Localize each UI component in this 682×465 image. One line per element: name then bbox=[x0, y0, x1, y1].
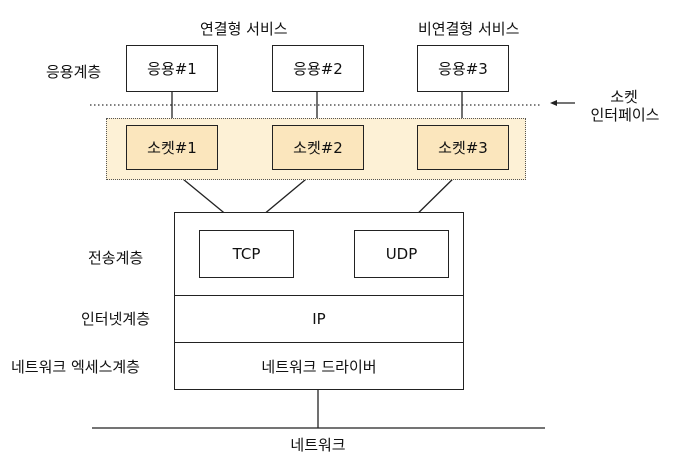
app-box-2: 응용#2 bbox=[272, 45, 364, 92]
transport-layer-label: 전송계층 bbox=[88, 249, 144, 267]
udp-box: UDP bbox=[354, 230, 449, 278]
socket-interface-label-line1: 소켓 bbox=[610, 88, 638, 106]
connection-oriented-label: 연결형 서비스 bbox=[200, 20, 288, 38]
connectionless-label: 비연결형 서비스 bbox=[418, 20, 520, 38]
tcp-box: TCP bbox=[199, 230, 294, 278]
socket-interface-label-line2: 인터페이스 bbox=[590, 106, 660, 124]
arrow-head bbox=[550, 100, 557, 106]
network-driver-label: 네트워크 드라이버 bbox=[261, 357, 377, 376]
ip-label: IP bbox=[312, 310, 326, 328]
socket-box-3: 소켓#3 bbox=[417, 125, 509, 170]
socket-box-2: 소켓#2 bbox=[272, 125, 364, 170]
network-access-layer-box bbox=[174, 342, 464, 390]
network-access-layer-label: 네트워크 엑세스계층 bbox=[11, 358, 140, 376]
app-box-3: 응용#3 bbox=[417, 45, 509, 92]
app-layer-label: 응용계층 bbox=[46, 63, 102, 81]
app-box-1: 응용#1 bbox=[126, 45, 218, 92]
socket-box-1: 소켓#1 bbox=[126, 125, 218, 170]
internet-layer-label: 인터넷계층 bbox=[81, 310, 151, 328]
network-label: 네트워크 bbox=[290, 436, 346, 454]
